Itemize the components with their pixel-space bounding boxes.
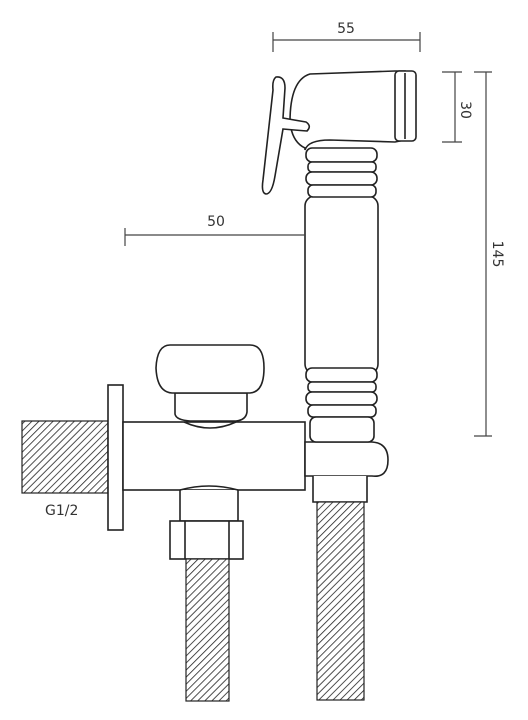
wall-flange — [107, 384, 124, 531]
valve-handle — [155, 344, 265, 429]
dimension-height-145: 145 — [474, 71, 505, 437]
shower-hose — [316, 501, 365, 701]
dimension-label-50: 50 — [207, 214, 225, 230]
holder-bracket — [304, 441, 389, 503]
dimension-offset-50: 50 — [124, 214, 305, 246]
thread-size-label: G1/2 — [45, 503, 78, 519]
spray-head — [289, 70, 417, 151]
trigger-lever — [261, 76, 311, 195]
dimension-width-55: 55 — [272, 21, 421, 52]
wall-section — [21, 420, 109, 494]
dimension-label-30: 30 — [457, 101, 473, 119]
outlet-nut — [169, 485, 244, 560]
dimension-height-30: 30 — [442, 71, 473, 143]
dimension-label-55: 55 — [337, 21, 355, 37]
inlet-hose — [185, 558, 230, 702]
valve-body — [122, 421, 306, 491]
dimension-label-145: 145 — [489, 241, 505, 268]
spray-handle — [304, 147, 379, 443]
